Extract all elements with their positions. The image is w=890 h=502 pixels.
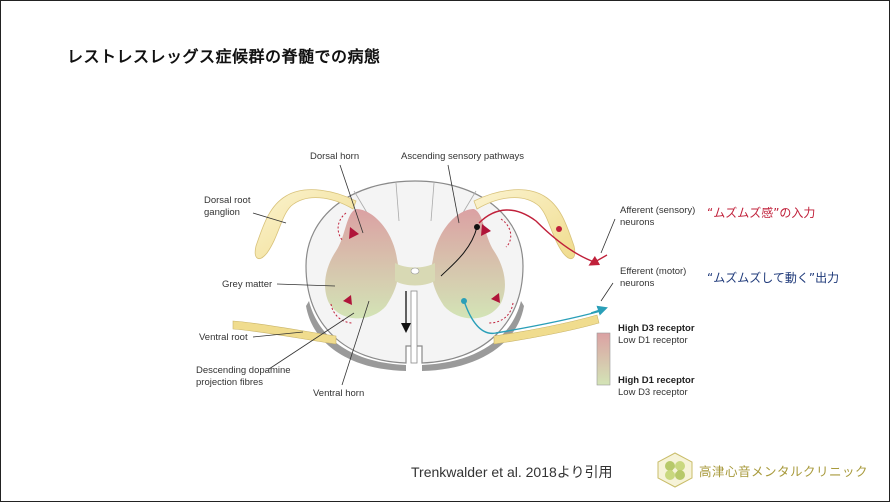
ventral-root-left (232, 320, 337, 345)
label-drg-1: Dorsal root (204, 195, 251, 206)
label-grey-matter: Grey matter (222, 279, 272, 290)
dorsal-root-left (254, 189, 357, 259)
clinic-name: 高津心音メンタルクリニック (699, 464, 869, 479)
legend-high-d3: High D3 receptor (618, 323, 695, 334)
legend-high-d1: High D1 receptor (618, 375, 695, 386)
note-motor-output: “ムズムズして動く”出力 (707, 271, 840, 285)
clover-logo-icon (657, 452, 693, 488)
legend-low-d1: Low D1 receptor (618, 335, 688, 346)
grey-matter-left (325, 209, 399, 319)
label-dorsal-horn: Dorsal horn (310, 151, 359, 162)
citation: Trenkwalder et al. 2018より引用 (411, 464, 613, 480)
label-ventral-horn: Ventral horn (313, 388, 364, 399)
label-efferent-1: Efferent (motor) (620, 266, 686, 277)
grey-matter-right (431, 209, 505, 319)
label-efferent-2: neurons (620, 278, 655, 289)
ventral-root-right (493, 314, 600, 345)
efferent-pathway (463, 300, 602, 335)
label-descending-1: Descending dopamine (196, 365, 291, 376)
label-ventral-root: Ventral root (199, 332, 248, 343)
label-afferent-1: Afferent (sensory) (620, 205, 695, 216)
label-ascending: Ascending sensory pathways (401, 151, 524, 162)
label-descending-2: projection fibres (196, 377, 263, 388)
slide-title: レストレスレッグス症候群の脊髄での病態 (67, 47, 381, 66)
dorsal-root-right (473, 189, 576, 259)
label-drg-2: ganglion (204, 207, 240, 218)
afferent-pathway (478, 209, 598, 264)
legend-gradient-bar (596, 332, 611, 386)
label-afferent-2: neurons (620, 217, 655, 228)
clinic-logo: 高津心音メンタルクリニック (655, 452, 880, 488)
note-sensory-input: “ムズムズ感”の入力 (707, 206, 816, 220)
legend-low-d3: Low D3 receptor (618, 387, 688, 398)
